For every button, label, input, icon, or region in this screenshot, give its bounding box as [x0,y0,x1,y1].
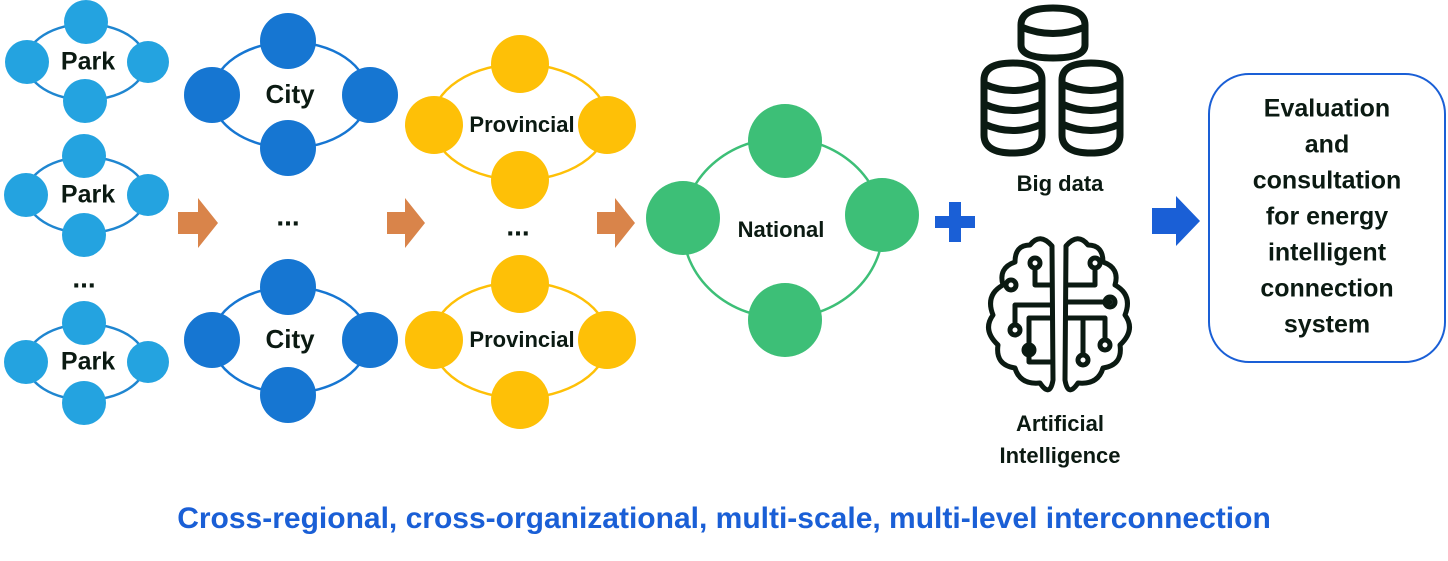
park-node [63,79,107,123]
city-node [342,67,398,123]
park-node [62,381,106,425]
provincial-label: Provincial [469,327,574,352]
national-label: National [738,217,825,242]
provincial-cluster-2: Provincial [405,255,636,429]
provincial-cluster-1: Provincial [405,35,636,209]
ellipsis: ... [72,262,95,293]
city-label: City [265,79,315,109]
result-line: Evaluation [1264,95,1390,123]
provincial-node [491,35,549,93]
park-cluster-2: Park [4,134,169,257]
provincial-node [405,311,463,369]
park-node [4,173,48,217]
national-cluster: National [646,104,919,357]
park-node [127,174,169,216]
result-line: intelligent [1268,239,1387,267]
national-node [845,178,919,252]
park-node [127,41,169,83]
caption: Cross-regional, cross-organizational, mu… [177,502,1271,535]
city-node [184,312,240,368]
city-node [260,367,316,423]
park-node [62,213,106,257]
arrow-right-icon [178,198,218,248]
plus-icon [935,202,975,242]
park-node [64,0,108,44]
arrow-right-icon [387,198,425,248]
city-label: City [265,324,315,354]
result-line: connection [1260,275,1393,303]
provincial-node [578,96,636,154]
city-node [184,67,240,123]
provincial-label: Provincial [469,112,574,137]
city-node [342,312,398,368]
arrow-right-icon [597,198,635,248]
provincial-node [578,311,636,369]
city-cluster-1: City [184,13,398,176]
national-node [646,181,720,255]
park-node [62,134,106,178]
provincial-node [491,371,549,429]
city-node [260,13,316,69]
park-label: Park [61,181,115,209]
national-node [748,283,822,357]
result-line: system [1284,311,1370,339]
park-node [4,340,48,384]
provincial-node [491,151,549,209]
park-label: Park [61,48,115,76]
park-node [5,40,49,84]
result-line: and [1305,131,1349,159]
database-icon [980,4,1124,157]
park-label: Park [61,348,115,376]
ai-label-line1: Artificial [1016,411,1104,436]
city-node [260,259,316,315]
provincial-node [405,96,463,154]
big-data-label: Big data [1017,171,1105,196]
result-line: consultation [1253,167,1402,195]
city-node [260,120,316,176]
national-node [748,104,822,178]
result-line: for energy [1266,203,1388,231]
arrow-right-icon [1152,196,1200,246]
brain-circuit-icon [986,236,1132,393]
park-node [127,341,169,383]
provincial-node [491,255,549,313]
ellipsis: ... [276,200,299,231]
ai-label-line2: Intelligence [999,443,1120,468]
city-cluster-2: City [184,259,398,423]
result-box [1208,73,1446,363]
park-cluster-3: Park [4,301,169,425]
ellipsis: ... [506,210,529,241]
result-box-text: Evaluation and consultation for energy i… [1253,95,1402,339]
park-cluster-1: Park [5,0,169,123]
park-node [62,301,106,345]
